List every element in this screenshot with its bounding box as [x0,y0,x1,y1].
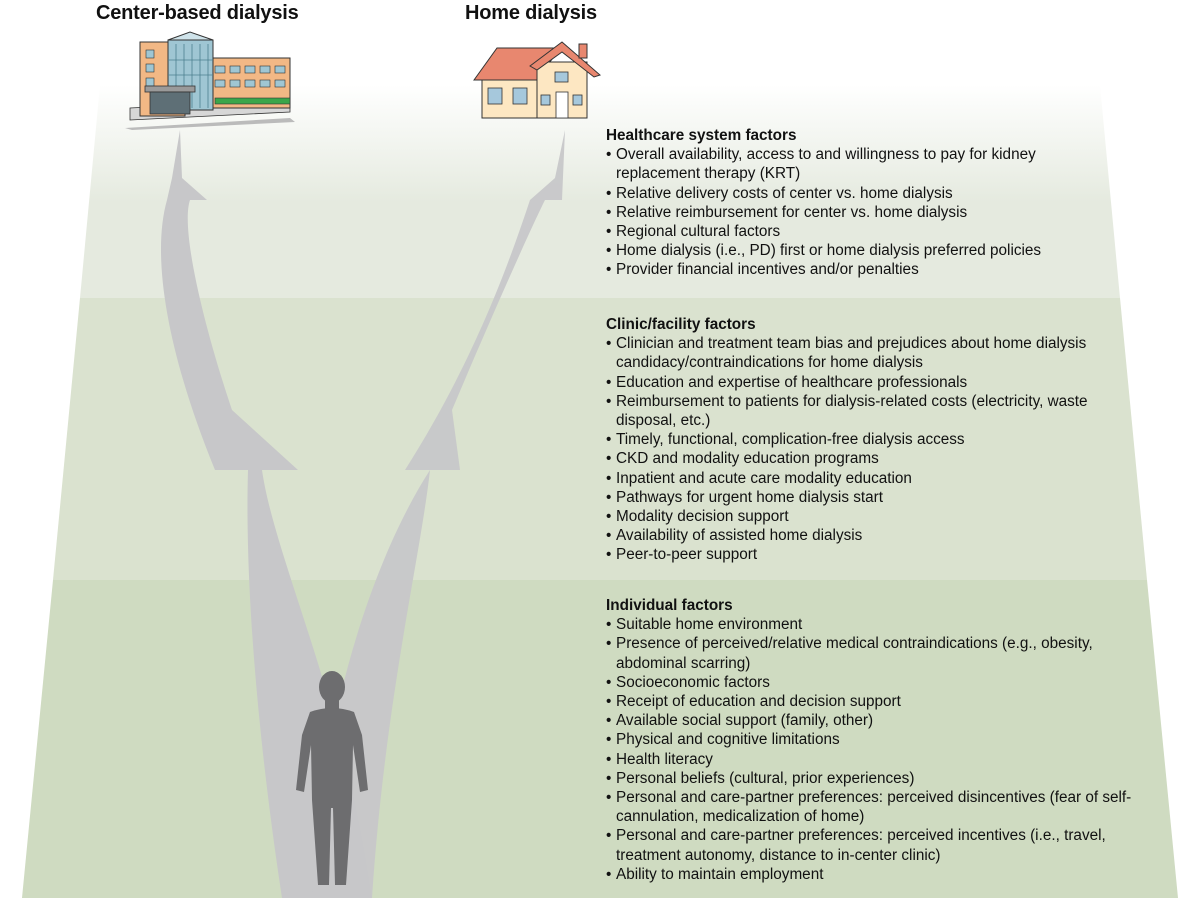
factor-item: Personal and care-partner preferences: p… [606,826,1146,864]
factor-item: Personal and care-partner preferences: p… [606,788,1136,826]
arrow-to-home-icon [312,130,565,898]
section-heading: Individual factors [606,597,733,614]
factor-item: Relative delivery costs of center vs. ho… [606,184,1166,203]
section-heading: Clinic/facility factors [606,316,756,333]
individual-factors-section: Individual factors Suitable home environ… [606,596,1166,884]
factor-item: Available social support (family, other) [606,711,1166,730]
factor-item: Inpatient and acute care modality educat… [606,469,1166,488]
arrow-to-center-icon [160,130,372,898]
center-dialysis-title: Center-based dialysis [96,2,299,24]
factor-item: Physical and cognitive limitations [606,730,1166,749]
factor-item: Personal beliefs (cultural, prior experi… [606,769,1166,788]
factor-item: Pathways for urgent home dialysis start [606,488,1166,507]
healthcare-factors-section: Healthcare system factors Overall availa… [606,126,1166,280]
clinic-factors-section: Clinic/facility factors Clinician and tr… [606,315,1166,565]
factor-item: Socioeconomic factors [606,673,1166,692]
section-heading: Healthcare system factors [606,127,797,144]
factor-item: Presence of perceived/relative medical c… [606,634,1126,672]
factor-item: Reimbursement to patients for dialysis-r… [606,392,1116,430]
factor-item: Ability to maintain employment [606,865,1166,884]
hospital-icon [125,31,295,130]
factor-item: Relative reimbursement for center vs. ho… [606,203,1166,222]
factor-list: Overall availability, access to and will… [606,145,1166,280]
factor-item: Provider financial incentives and/or pen… [606,260,1166,279]
factor-item: Availability of assisted home dialysis [606,526,1166,545]
factor-item: Timely, functional, complication-free di… [606,430,1166,449]
factor-item: Education and expertise of healthcare pr… [606,373,1166,392]
factor-item: Suitable home environment [606,615,1166,634]
factor-item: Modality decision support [606,507,1166,526]
factor-item: CKD and modality education programs [606,449,1166,468]
factor-item: Regional cultural factors [606,222,1166,241]
home-dialysis-title: Home dialysis [465,2,597,24]
factor-item: Home dialysis (i.e., PD) first or home d… [606,241,1166,260]
factor-list: Clinician and treatment team bias and pr… [606,334,1166,565]
factor-item: Receipt of education and decision suppor… [606,692,1166,711]
factor-item: Overall availability, access to and will… [606,145,1076,183]
person-silhouette-icon [296,671,368,885]
factor-list: Suitable home environment Presence of pe… [606,615,1166,884]
factor-item: Peer-to-peer support [606,545,1166,564]
factor-item: Health literacy [606,750,1166,769]
house-icon [473,41,601,119]
factor-item: Clinician and treatment team bias and pr… [606,334,1126,372]
